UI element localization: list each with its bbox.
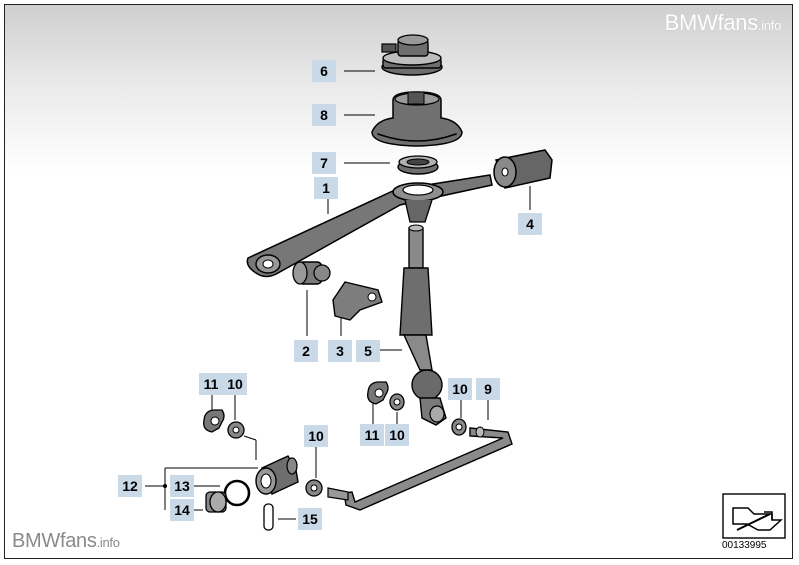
callout-9: 9 xyxy=(476,378,500,400)
part-8-illustration xyxy=(371,91,463,147)
callout-1: 1 xyxy=(314,177,338,199)
part-9-illustration xyxy=(327,426,513,511)
callout-2: 2 xyxy=(294,340,318,362)
callout-6: 6 xyxy=(312,60,336,82)
callout-3: 3 xyxy=(328,340,352,362)
callout-4: 4 xyxy=(518,213,542,235)
part-1-illustration xyxy=(246,174,493,278)
callout-10-left: 10 xyxy=(223,373,247,395)
callout-10-center: 10 xyxy=(385,424,409,446)
callout-11-left: 11 xyxy=(199,373,223,395)
watermark-top: BMWfans.info xyxy=(664,10,782,35)
part-5-illustration xyxy=(399,224,447,426)
arrow-folder-icon xyxy=(722,493,786,539)
callout-13: 13 xyxy=(170,475,194,497)
callout-10-right: 10 xyxy=(448,378,472,400)
watermark-bottom: BMWfans.info xyxy=(12,530,120,552)
part-10-washers xyxy=(227,393,467,497)
callout-7: 7 xyxy=(312,152,336,174)
callout-12: 12 xyxy=(118,475,142,497)
part-6-illustration xyxy=(381,34,443,76)
part-13-illustration xyxy=(223,455,299,507)
callout-15: 15 xyxy=(298,508,322,530)
part-4-illustration xyxy=(493,149,553,189)
leader-lines xyxy=(145,70,531,520)
part-14-illustration xyxy=(205,491,227,513)
callout-14: 14 xyxy=(170,499,194,521)
part-7-illustration xyxy=(397,155,439,175)
callout-11-center: 11 xyxy=(360,424,384,446)
diagram-code: 00133995 xyxy=(722,540,767,551)
part-15-illustration xyxy=(263,503,274,531)
callout-10-bottom: 10 xyxy=(304,425,328,447)
part-3-illustration xyxy=(332,281,383,321)
part-2-illustration xyxy=(292,261,331,285)
part-11-clip-left xyxy=(203,409,225,433)
callout-8: 8 xyxy=(312,104,336,126)
callout-5: 5 xyxy=(356,340,380,362)
part-11-clip-right xyxy=(367,381,389,405)
